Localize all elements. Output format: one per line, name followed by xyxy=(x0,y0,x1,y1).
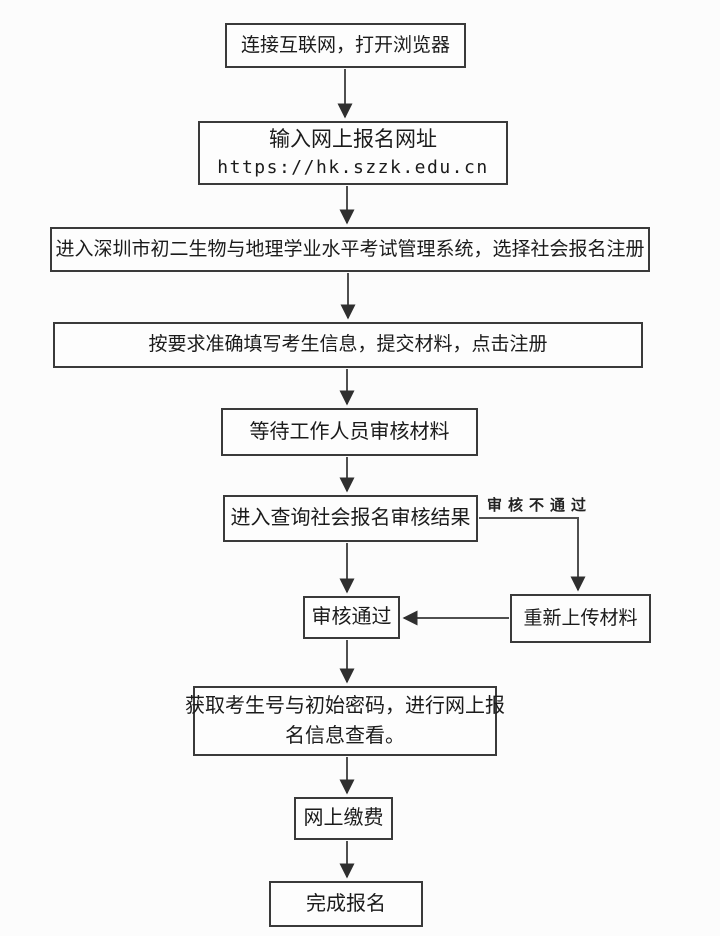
node-pay-online: 网上缴费 xyxy=(294,797,393,840)
node-enter-system: 进入深圳市初二生物与地理学业水平考试管理系统，选择社会报名注册 xyxy=(50,227,650,272)
edge-label-review-failed: 审核不通过 xyxy=(487,497,593,514)
node-label: 进入查询社会报名审核结果 xyxy=(230,507,471,529)
node-label: 网上缴费 xyxy=(303,807,384,829)
node-query-result: 进入查询社会报名审核结果 xyxy=(223,495,478,542)
node-connect-internet: 连接互联网，打开浏览器 xyxy=(225,23,466,68)
node-get-examinee-id: 获取考生号与初始密码，进行网上报 名信息查看。 xyxy=(185,686,505,756)
arrow-query-to-reupload-branch xyxy=(479,517,586,592)
node-wait-review: 等待工作人员审核材料 xyxy=(221,408,478,456)
node-label: 重新上传材料 xyxy=(523,607,638,629)
node-enter-url: 输入网上报名网址 https://hk.szzk.edu.cn xyxy=(198,121,508,185)
node-label: 等待工作人员审核材料 xyxy=(249,420,450,443)
registration-url: https://hk.szzk.edu.cn xyxy=(217,157,489,179)
node-fill-info: 按要求准确填写考生信息，提交材料，点击注册 xyxy=(53,322,643,368)
node-label: 进入深圳市初二生物与地理学业水平考试管理系统，选择社会报名注册 xyxy=(55,238,645,260)
node-label: 按要求准确填写考生信息，提交材料，点击注册 xyxy=(148,334,548,356)
node-label: 获取考生号与初始密码，进行网上报 xyxy=(185,695,505,717)
node-label: 连接互联网，打开浏览器 xyxy=(240,34,450,56)
node-label: 完成报名 xyxy=(306,892,386,915)
node-reupload-materials: 重新上传材料 xyxy=(510,594,651,643)
node-label: 名信息查看。 xyxy=(285,725,405,747)
node-review-passed: 审核通过 xyxy=(303,596,400,639)
node-complete-registration: 完成报名 xyxy=(269,881,423,927)
node-label: 输入网上报名网址 xyxy=(269,127,437,151)
node-label: 审核通过 xyxy=(311,606,392,628)
